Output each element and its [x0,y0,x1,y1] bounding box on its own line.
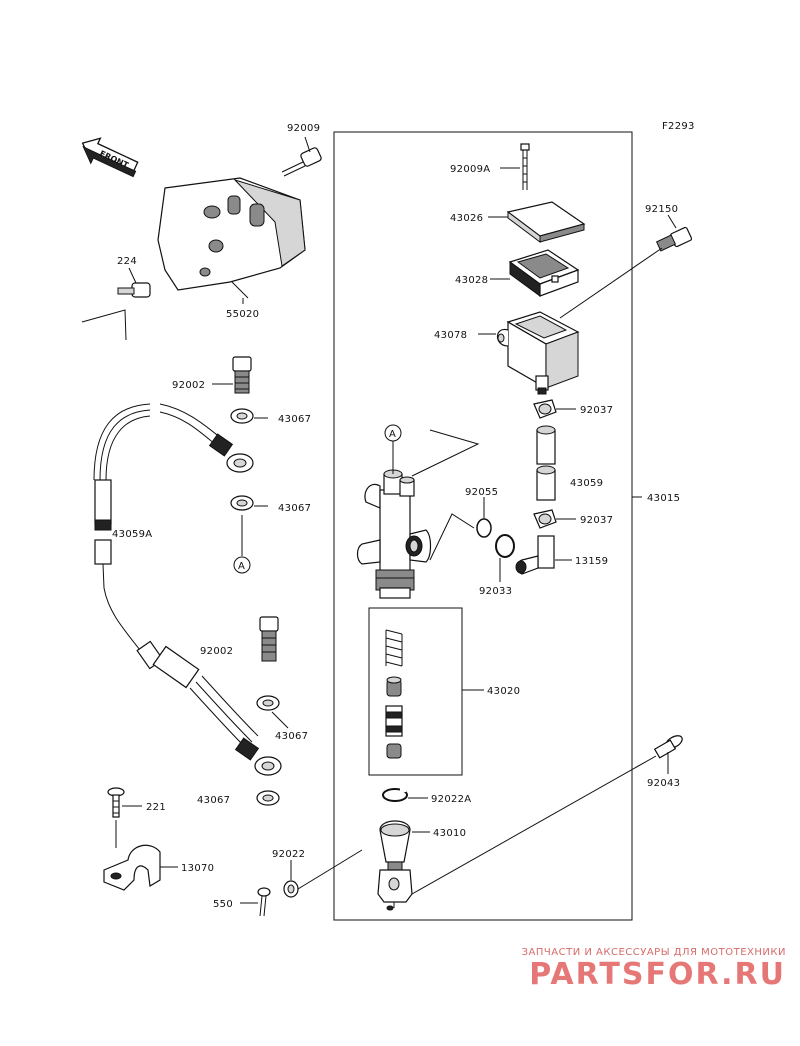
callout-92002-lower: 92002 [200,646,233,657]
callout-92022: 92022 [272,849,305,860]
washer-43067-3 [256,695,280,711]
master-cylinder-body [356,469,432,599]
assembly-box-43015 [333,131,642,921]
diaphragm-43028 [508,249,580,297]
callout-13159: 13159 [575,556,608,567]
callout-92002-upper: 92002 [172,380,205,391]
callout-43028: 43028 [455,275,488,286]
bolt-92150 [655,226,693,252]
clip-92037-upper [533,399,557,419]
reservoir-43078 [496,311,580,395]
ref-mark-a-top: A [384,424,402,442]
watermark-brand: PARTSFOR.RU [529,957,786,992]
ref-mark-a-hose: A [233,556,251,574]
brake-hose-43059A [93,403,282,776]
circlip-92022A [382,788,408,802]
callout-13070: 13070 [181,863,214,874]
bolt-92009 [281,147,322,177]
watermark-tagline: ЗАПЧАСТИ И АКСЕССУАРЫ ДЛЯ МОТОТЕХНИКИ [521,947,786,958]
figure-code: F2293 [662,121,695,132]
callout-43020: 43020 [487,686,520,697]
o-ring-92055 [476,518,492,538]
callout-43067-2: 43067 [278,503,311,514]
bolt-224 [117,282,151,298]
callout-92043: 92043 [647,778,680,789]
heel-guard-55020 [157,177,306,299]
banjo-bolt-92002-lower [259,616,279,662]
callout-92033: 92033 [479,586,512,597]
callout-550: 550 [213,899,233,910]
callout-224: 224 [117,256,137,267]
clip-92037-lower [533,509,557,529]
washer-43067-2 [230,495,254,511]
callout-92055: 92055 [465,487,498,498]
callout-221: 221 [146,802,166,813]
reservoir-cap-43026 [506,201,586,243]
svg-text:A: A [389,429,396,440]
cotter-pin-550 [257,887,271,917]
callout-43010: 43010 [433,828,466,839]
callout-43059A: 43059A [112,529,152,540]
reservoir-hose-43059 [536,425,556,501]
callout-43067-4: 43067 [197,795,230,806]
screw-92009A [520,143,530,190]
callout-43078: 43078 [434,330,467,341]
banjo-bolt-92002-upper [232,356,252,394]
washer-92022 [283,880,299,898]
callout-92037-lower: 92037 [580,515,613,526]
front-arrow-icon: FRONT [81,137,139,178]
callout-43067-1: 43067 [278,414,311,425]
callout-92009A: 92009A [450,164,490,175]
callout-92009: 92009 [287,123,320,134]
hose-fitting-13159 [515,535,555,575]
washer-43067-4 [256,790,280,806]
screw-221 [107,787,125,818]
callout-92150: 92150 [645,204,678,215]
callout-43026: 43026 [450,213,483,224]
push-rod-43010 [377,820,413,911]
callout-43067-3: 43067 [275,731,308,742]
clamp-13070 [103,844,161,891]
svg-text:A: A [238,561,245,572]
callout-92037-upper: 92037 [580,405,613,416]
piston-kit-43020 [368,607,463,776]
callout-55020: 55020 [226,309,259,320]
callout-43015: 43015 [647,493,680,504]
washer-43067-1 [230,408,254,424]
callout-43059: 43059 [570,478,603,489]
snap-ring-92033 [495,534,515,558]
watermark: ЗАПЧАСТИ И АКСЕССУАРЫ ДЛЯ МОТОТЕХНИКИ PA… [522,947,786,992]
callout-92022A: 92022A [431,794,471,805]
clevis-pin-92043 [653,735,683,759]
